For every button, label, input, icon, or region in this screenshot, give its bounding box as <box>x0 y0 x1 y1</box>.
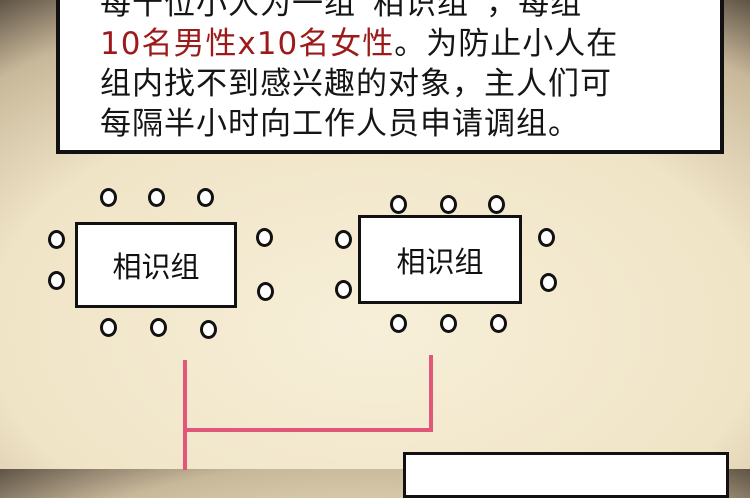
table-label: 相识组 <box>112 250 200 284</box>
seat-circle <box>440 195 457 214</box>
bottom-box <box>403 452 729 498</box>
seat-circle <box>100 188 117 207</box>
caption-box: 每十位小人为一组“相识组”，每组 10名男性x10名女性。为防止小人在 组内找不… <box>56 0 724 154</box>
seat-circle <box>540 273 557 292</box>
seat-circle <box>335 280 352 299</box>
seat-circle <box>390 314 407 333</box>
seat-circle <box>100 318 117 337</box>
seat-circle <box>490 314 507 333</box>
seat-circle <box>48 230 65 249</box>
seat-circle <box>257 282 274 301</box>
caption-line-1: 每十位小人为一组“相识组”，每组 <box>100 0 583 22</box>
caption-line-4: 每隔半小时向工作人员申请调组。 <box>100 106 580 142</box>
seat-circle <box>148 188 165 207</box>
seat-circle <box>335 230 352 249</box>
seat-circle <box>488 195 505 214</box>
connector-line <box>429 355 433 432</box>
seat-circle <box>390 195 407 214</box>
table-label: 相识组 <box>396 244 484 279</box>
caption-line-2: 10名男性x10名女性。为防止小人在 <box>100 18 618 63</box>
seat-circle <box>440 314 457 333</box>
highlight-text: 10名男性x10名女性 <box>100 26 395 62</box>
caption-line-2-rest: 。为防止小人在 <box>394 26 619 62</box>
seat-circle <box>538 228 555 247</box>
seat-circle <box>200 320 217 339</box>
seat-circle <box>150 318 167 337</box>
seat-circle <box>256 228 273 247</box>
table-left: 相识组 <box>75 222 237 308</box>
caption-line-3: 组内找不到感兴趣的对象，主人们可 <box>100 66 612 102</box>
table-right: 相识组 <box>358 215 522 304</box>
connector-line <box>183 360 187 470</box>
connector-line <box>183 428 433 432</box>
seat-circle <box>197 188 214 207</box>
seat-circle <box>48 271 65 290</box>
